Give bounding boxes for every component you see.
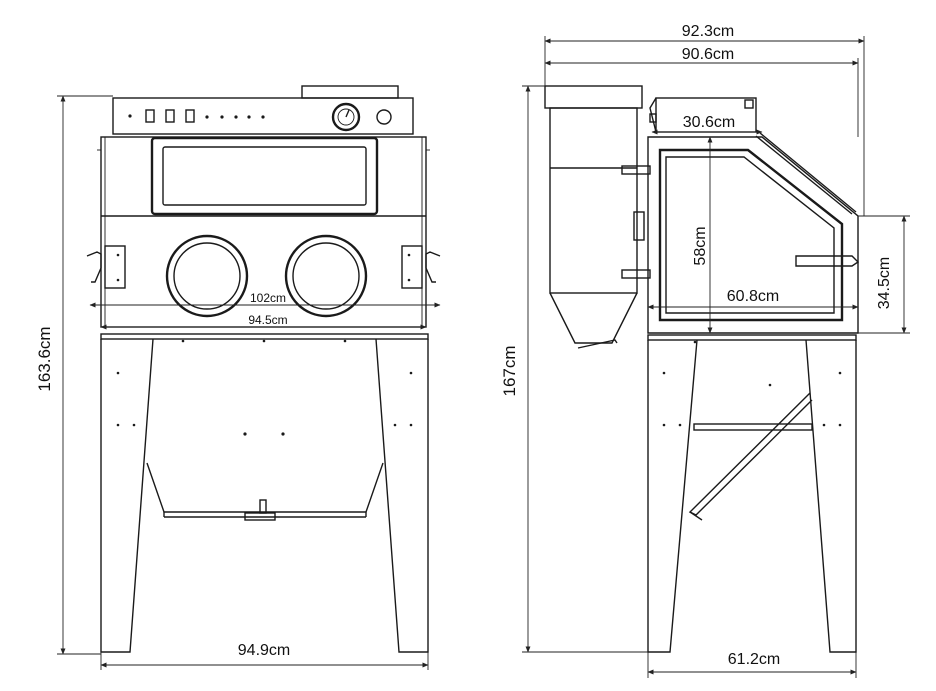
side-window (658, 148, 844, 322)
pressure-gauge-icon (331, 102, 361, 132)
dust-collector (549, 107, 638, 294)
glove-port-right (284, 234, 368, 318)
side-view: 92.3cm 90.6cm 30.6cm 167cm 58cm 60.8cm 3… (500, 23, 910, 678)
diagonal-brace (688, 392, 813, 516)
switches (128, 109, 265, 123)
dim-top-depth: 30.6cm (683, 114, 735, 131)
side-leg-back (805, 339, 857, 653)
cabinet-side (647, 136, 859, 334)
stand-leg-right (375, 338, 429, 653)
side-leg-front (647, 339, 698, 653)
dim-cabinet-width: 94.5cm (248, 313, 287, 327)
dim-window-span: 102cm (250, 291, 286, 305)
collector-top (544, 85, 643, 109)
dim-handle-height: 34.5cm (876, 257, 893, 309)
handle (795, 255, 860, 267)
hopper (146, 462, 384, 513)
dim-stand-depth: 61.2cm (728, 651, 780, 668)
front-view: 163.6cm 102cm 94.5cm 94.9cm (35, 85, 441, 670)
stand-bolts (116, 339, 413, 436)
regulator-knob (376, 109, 392, 125)
side-bolts (662, 340, 842, 427)
dim-side-body-width: 90.6cm (682, 46, 734, 63)
dim-window-height: 58cm (692, 226, 709, 265)
dim-window-width: 60.8cm (727, 288, 779, 305)
stand-top-rail (100, 333, 429, 340)
stand-leg-left (100, 338, 154, 653)
collector-cone (549, 292, 638, 344)
control-panel (112, 97, 414, 135)
latch-right (401, 245, 441, 289)
top-vent (301, 85, 399, 99)
dim-side-overall-width: 92.3cm (682, 23, 734, 40)
dim-side-height: 167cm (500, 345, 519, 396)
cross-brace (693, 423, 813, 431)
dim-stand-width: 94.9cm (238, 642, 290, 659)
side-stand-rail (647, 334, 857, 341)
dim-front-height: 163.6cm (35, 326, 54, 391)
glove-port-left (165, 234, 249, 318)
viewing-window (150, 136, 379, 216)
latch-left (86, 245, 126, 289)
